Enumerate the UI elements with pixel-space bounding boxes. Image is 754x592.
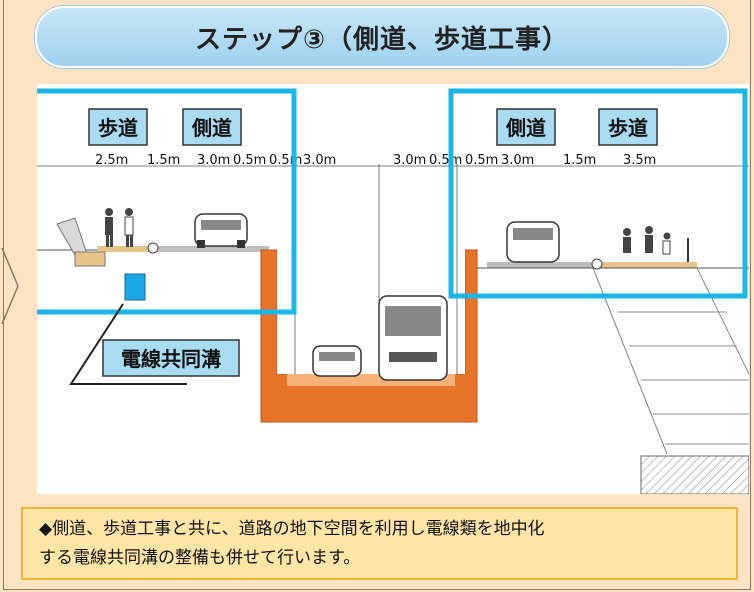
left-footing xyxy=(74,251,106,267)
label-left-sidewalk: 歩道 xyxy=(98,116,138,140)
label-box-left-sideroad xyxy=(182,108,242,146)
dim-label: 3.5m xyxy=(623,153,656,168)
title-banner: ステップ③（側道、歩道工事） xyxy=(35,6,729,68)
foundation-hatch xyxy=(640,455,750,495)
sidewalk-pavement-left xyxy=(97,246,157,252)
label-right-sidewalk: 歩道 xyxy=(608,116,648,140)
dim-label: 1.5m xyxy=(147,153,180,168)
sidewalk-pavement-right xyxy=(597,262,697,268)
car-left xyxy=(194,213,248,248)
label-box-cable-trench xyxy=(102,339,240,377)
cross-section-svg: 2.5m 1.5m 3.0m 0.5m 0.5m 3.0m 3.0m 0.5m … xyxy=(29,88,750,495)
dimension-labels-center: 3.0m 0.5m xyxy=(393,153,462,168)
callout-leader xyxy=(69,303,187,385)
bus-underpass xyxy=(378,295,448,381)
curb-marker-left xyxy=(147,242,159,254)
road-pavement-left xyxy=(157,246,269,252)
note-line-2: する電線共同溝の整備も併せて行います。 xyxy=(39,548,361,568)
pedestrians-left xyxy=(105,208,134,247)
embankment-right xyxy=(592,267,750,455)
highlight-box-right xyxy=(448,88,748,299)
dim-label: 1.5m xyxy=(563,153,596,168)
dim-label: 0.5m xyxy=(429,153,462,168)
label-cable-trench: 電線共同溝 xyxy=(121,347,221,371)
dim-label: 3.0m xyxy=(393,153,426,168)
curb-marker-right xyxy=(591,258,603,270)
dim-label: 0.5m xyxy=(465,153,498,168)
highlight-box-left xyxy=(29,88,297,315)
car-right xyxy=(506,221,560,263)
label-right-sideroad: 側道 xyxy=(505,116,546,140)
dim-label: 2.5m xyxy=(95,153,128,168)
note-line-1: ◆側道、歩道工事と共に、道路の地下空間を利用し電線類を地中化 xyxy=(39,519,545,539)
dim-label: 0.5m xyxy=(233,153,266,168)
cable-trench-block xyxy=(124,273,146,301)
dim-label: 3.0m xyxy=(501,153,534,168)
dimension-labels-left: 2.5m 1.5m 3.0m 0.5m 0.5m 3.0m xyxy=(95,153,336,168)
label-box-left-sidewalk xyxy=(88,108,148,146)
cross-section-diagram: 2.5m 1.5m 3.0m 0.5m 0.5m 3.0m 3.0m 0.5m … xyxy=(29,84,750,495)
pedestrians-right xyxy=(623,226,689,262)
label-box-right-sideroad xyxy=(496,108,556,146)
page-title: ステップ③（側道、歩道工事） xyxy=(194,24,569,55)
note-box: ◆側道、歩道工事と共に、道路の地下空間を利用し電線類を地中化 する電線共同溝の整… xyxy=(21,507,738,580)
left-arrow-icon xyxy=(1,247,19,325)
panel-border xyxy=(3,0,751,590)
car-underpass xyxy=(312,345,362,377)
dim-label: 3.0m xyxy=(303,153,336,168)
label-box-right-sidewalk xyxy=(598,108,658,146)
label-left-sideroad: 側道 xyxy=(191,116,232,140)
dim-label: 3.0m xyxy=(197,153,230,168)
dim-label: 0.5m xyxy=(269,153,302,168)
dimension-labels-right: 0.5m 3.0m 1.5m 3.5m xyxy=(465,153,656,168)
